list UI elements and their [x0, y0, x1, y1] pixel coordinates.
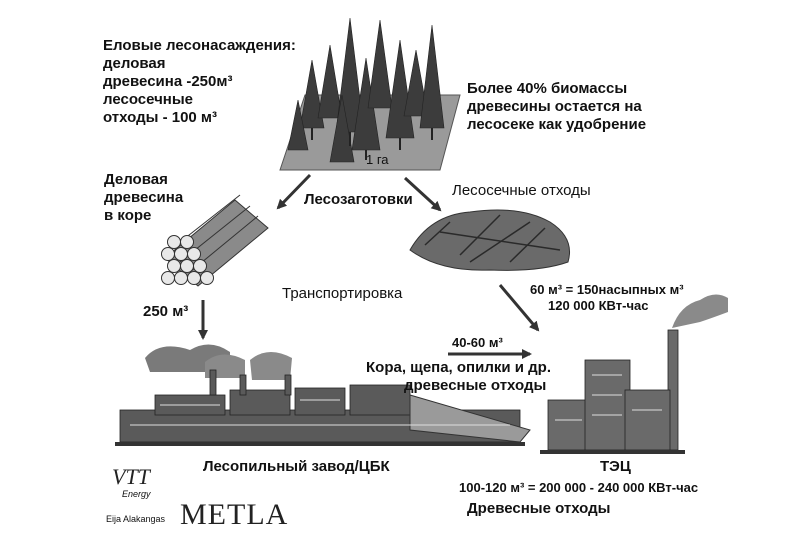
vtt-logo: VTT [112, 464, 150, 489]
forest-description: Еловые лесонасаждения: деловая древесина… [103, 37, 296, 127]
plot-area-label: 1 га [366, 152, 389, 167]
sawmill-plant [115, 344, 531, 446]
residues-title: Лесосечные отходы [452, 182, 591, 199]
byproducts-volume: 40-60 м³ [452, 335, 503, 350]
forest-line: отходы - 100 м³ [103, 109, 218, 126]
chp-title: ТЭЦ [600, 458, 631, 475]
vtt-energy-caption: Energy [122, 489, 151, 499]
forest-plot [279, 17, 461, 171]
byproducts-line: Кора, щепа, опилки и др. [366, 359, 552, 376]
spruce-trees [287, 17, 445, 163]
metla-logo: METLA [180, 498, 289, 531]
harvest-label: Лесозаготовки [304, 191, 413, 208]
chp-plant [540, 294, 728, 454]
logs-description: Деловая древесина в коре [104, 171, 183, 225]
residue-pile [409, 209, 570, 271]
logs-line: древесина [104, 189, 184, 206]
residues-energy: 120 000 КВт-час [548, 298, 649, 313]
biomass-line: древесины остается на [467, 98, 642, 115]
chp-source: Древесные отходы [467, 500, 611, 517]
residues-volume: 60 м³ = 150насыпных м³ [530, 282, 684, 297]
logs-line: Деловая [104, 171, 168, 188]
sawmill-label: Лесопильный завод/ЦБК [203, 458, 390, 475]
biomass-line: Более 40% биомассы [467, 80, 628, 97]
forest-line: деловая [103, 55, 166, 72]
forest-line: лесосечные [103, 91, 194, 108]
byproducts-line: древесные отходы [404, 377, 547, 394]
forest-line: Еловые лесонасаждения: [103, 37, 296, 54]
biomass-note: Более 40% биомассы древесины остается на… [467, 80, 646, 134]
forest-line: древесина -250м³ [103, 73, 233, 90]
logs-line: в коре [104, 207, 152, 224]
chp-output: 100-120 м³ = 200 000 - 240 000 КВт-час [459, 480, 699, 495]
logs-volume: 250 м³ [143, 303, 189, 320]
biomass-line: лесосеке как удобрение [467, 116, 647, 133]
transport-label: Транспортировка [282, 285, 403, 302]
log-pile [161, 194, 269, 287]
flow-arrows [198, 173, 540, 359]
byproducts-description: Кора, щепа, опилки и др. древесные отход… [366, 359, 551, 395]
author-caption: Eija Alakangas [106, 514, 166, 524]
